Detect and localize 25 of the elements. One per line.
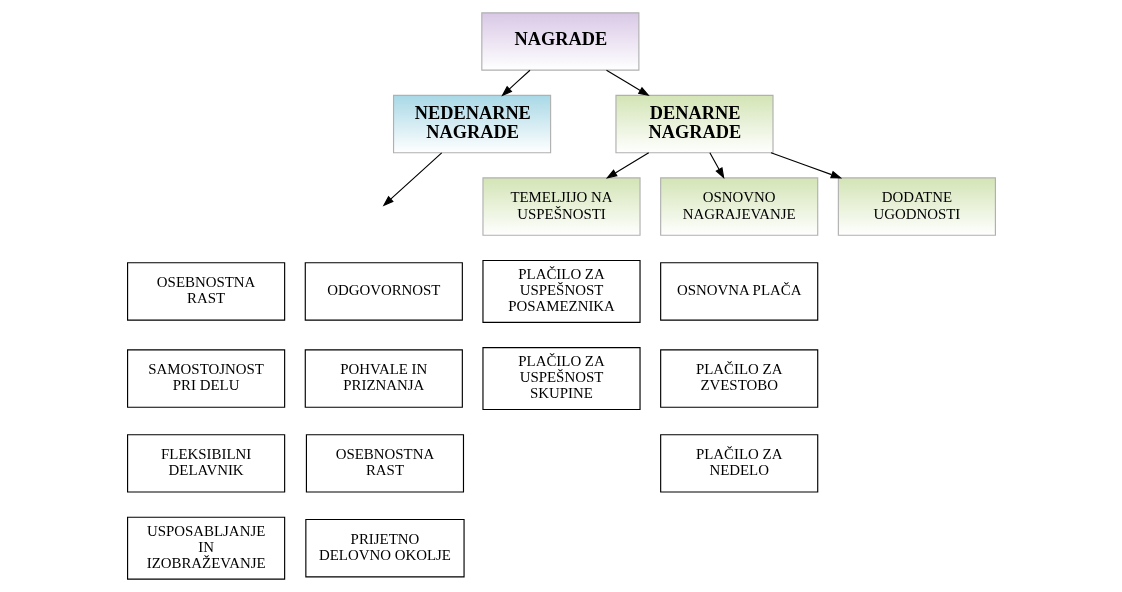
node-box: NAGRADE <box>480 12 639 71</box>
node-box: PLAČILO ZA ZVESTOBO <box>659 349 818 408</box>
node-box: OSEBNOSTNA RAST <box>126 262 285 321</box>
node-box: OSNOVNO NAGRAJEVANJE <box>659 177 818 236</box>
node-box: POHVALE IN PRIZNANJA <box>304 349 463 408</box>
arrow <box>605 152 649 179</box>
node-box: SAMOSTOJNOST PRI DELU <box>126 349 285 408</box>
node-box: PLAČILO ZA USPEŠNOST POSAMEZNIKA <box>481 259 641 323</box>
node-box: OSNOVNA PLAČA <box>659 262 818 321</box>
arrow <box>500 69 531 97</box>
arrow <box>605 69 650 97</box>
node-box: PLAČILO ZA USPEŠNOST SKUPINE <box>481 347 641 411</box>
node-box: NEDENARNE NAGRADE <box>392 94 551 154</box>
arrow <box>382 152 442 207</box>
node-box: DENARNE NAGRADE <box>614 94 774 154</box>
node-box: FLEKSIBILNI DELAVNIK <box>126 434 285 493</box>
node-box: TEMELJIJO NA USPEŠNOSTI <box>481 177 641 236</box>
arrow <box>769 152 842 179</box>
node-box: PLAČILO ZA NEDELO <box>659 434 818 493</box>
node-box: USPOSABLJANJE IN IZOBRAŽEVANJE <box>126 516 285 580</box>
node-box: OSEBNOSTNA RAST <box>305 434 464 493</box>
node-box: DODATNE UGODNOSTI <box>837 177 996 236</box>
arrow <box>708 152 724 180</box>
node-box: PRIJETNO DELOVNO OKOLJE <box>304 518 465 578</box>
node-box: ODGOVORNOST <box>304 262 463 321</box>
